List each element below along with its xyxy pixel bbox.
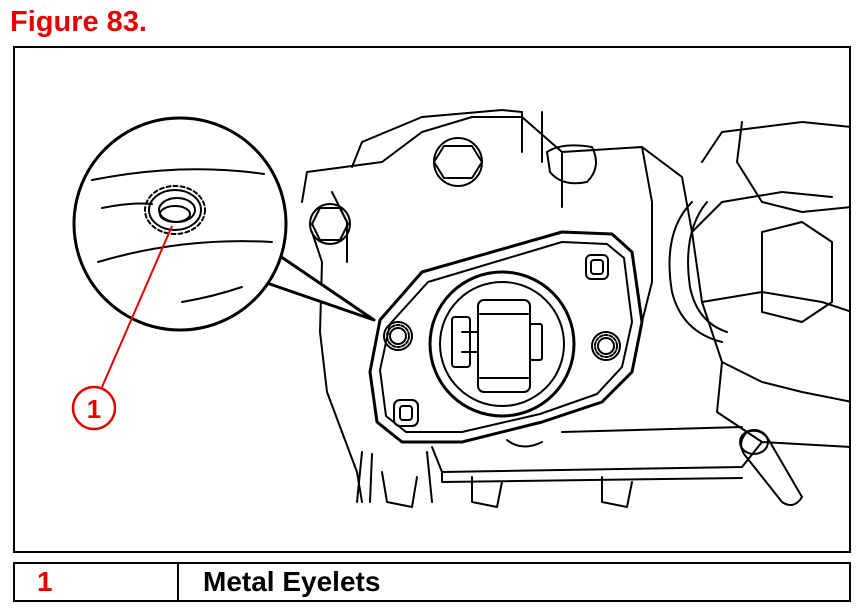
cover-plate bbox=[368, 230, 644, 444]
legend-number: 1 bbox=[15, 564, 179, 600]
engine-housing-outline bbox=[301, 116, 849, 403]
plate-eyelet bbox=[383, 321, 413, 351]
hex-bolt bbox=[433, 145, 483, 179]
plate-bolt bbox=[393, 399, 419, 427]
callout-legend-row: 1 Metal Eyelets bbox=[13, 562, 851, 602]
round-opening bbox=[428, 270, 576, 418]
engine-illustration: 1 bbox=[71, 109, 849, 508]
callout-circle bbox=[71, 385, 117, 431]
magnifier-pointer bbox=[262, 250, 376, 322]
magnified-detail-circle bbox=[72, 116, 288, 332]
legend-description: Metal Eyelets bbox=[203, 566, 381, 597]
callout-leader-line bbox=[101, 225, 173, 388]
diagram-frame: 1 bbox=[13, 46, 851, 553]
plate-eyelet bbox=[591, 331, 621, 361]
plate-bolt bbox=[585, 254, 609, 280]
hex-bolt bbox=[311, 207, 349, 241]
figure-title: Figure 83. bbox=[10, 6, 147, 38]
callout-number: 1 bbox=[87, 394, 101, 424]
magnified-eyelet-icon bbox=[144, 185, 206, 235]
